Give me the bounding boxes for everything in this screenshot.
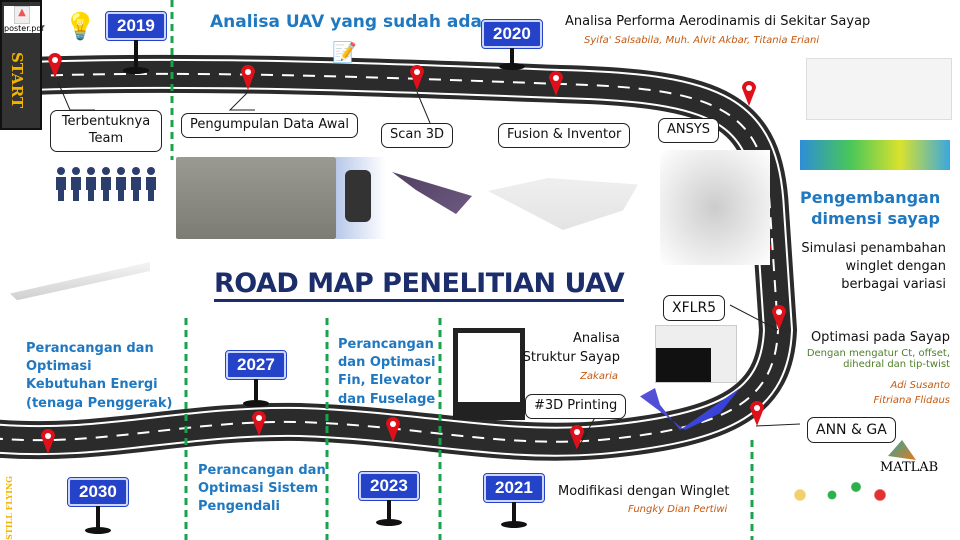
year-sign-2019: 2019: [105, 11, 167, 74]
callout-scan-3d: Scan 3D: [381, 123, 454, 148]
pin-icon: [410, 65, 424, 90]
3d-scanner-image: [345, 170, 371, 222]
pdf-file-icon[interactable]: ▲poster.pdf: [4, 6, 45, 33]
pin-icon: [570, 425, 584, 450]
neural-network-diagram: [760, 455, 920, 535]
team-people-icon: [56, 167, 156, 201]
heading-pengembangan-sayap: Pengembangan dimensi sayap: [800, 188, 941, 228]
pin-icon: [750, 401, 764, 426]
matlab-logo: MATLAB: [880, 440, 938, 475]
aero-graphs-image: [806, 58, 952, 120]
year-sign-2030: 2030: [67, 477, 129, 534]
ansys-sim-image: [660, 150, 770, 265]
year-sign-2027: 2027: [225, 350, 287, 407]
year-sign-2021: 2021: [483, 473, 545, 528]
kendali-text: Perancangan dan Optimasi Sistem Pengenda…: [198, 463, 326, 515]
pin-icon: [241, 65, 255, 90]
pin-icon: [41, 429, 55, 454]
dividers: [170, 0, 754, 540]
3d-printer-image: [453, 328, 525, 420]
year-sign-2023: 2023: [358, 471, 420, 526]
callout-xflr5: XFLR5: [663, 295, 726, 322]
callout-3d-printing: #3D Printing: [525, 394, 627, 419]
pin-icon: [549, 71, 563, 96]
matlab-icon: [888, 440, 916, 460]
lightbulb-icon: 💡: [64, 12, 97, 42]
struktur-author: Zakaria: [580, 371, 618, 382]
heading-analisa-uav: Analisa UAV yang sudah ada: [210, 12, 482, 32]
pin-icon: [48, 53, 62, 78]
struktur-sayap-text: Analisa Struktur Sayap: [522, 331, 620, 365]
winglet-simulation-text: Simulasi penambahan winglet dengan berba…: [801, 241, 946, 293]
pin-icon: [772, 305, 786, 330]
pin-icon: [252, 411, 266, 436]
notepad-icon: 📝: [332, 40, 357, 64]
optimasi-sayap-subtitle: Dengan mengatur Ct, offset, dihedral dan…: [806, 348, 950, 370]
page-title: ROAD MAP PENELITIAN UAV: [214, 268, 625, 302]
cfd-image: [800, 140, 950, 170]
callout-ann-ga: ANN & GA: [807, 417, 896, 444]
pin-icon: [386, 417, 400, 442]
aero-authors: Syifa' Salsabila, Muh. Alvit Akbar, Tita…: [584, 35, 820, 46]
pin-icon: [742, 81, 756, 106]
fin-text: Perancangan dan Optimasi Fin, Elevator d…: [338, 337, 436, 407]
year-sign-2020: 2020: [481, 19, 543, 70]
xflr5-screenshot: [655, 325, 737, 383]
aero-analysis-title: Analisa Performa Aerodinamis di Sekitar …: [565, 14, 871, 29]
callout-pengumpulan-data: Pengumpulan Data Awal: [181, 113, 358, 138]
winglet-author: Fungky Dian Pertiwi: [628, 504, 728, 515]
callout-fusion-inventor: Fusion & Inventor: [498, 123, 631, 148]
still-flying-label: STILL FLYING: [4, 476, 14, 540]
energi-text: Perancangan dan Optimasi Kebutuhan Energ…: [26, 341, 173, 411]
optimasi-sayap-title: Optimasi pada Sayap: [810, 330, 950, 345]
callout-ansys: ANSYS: [658, 118, 720, 143]
callout-terbentuknya-team: Terbentuknya Team: [50, 110, 162, 152]
uav-photo: [176, 157, 336, 239]
winglet-mod-text: Modifikasi dengan Winglet: [558, 484, 730, 499]
